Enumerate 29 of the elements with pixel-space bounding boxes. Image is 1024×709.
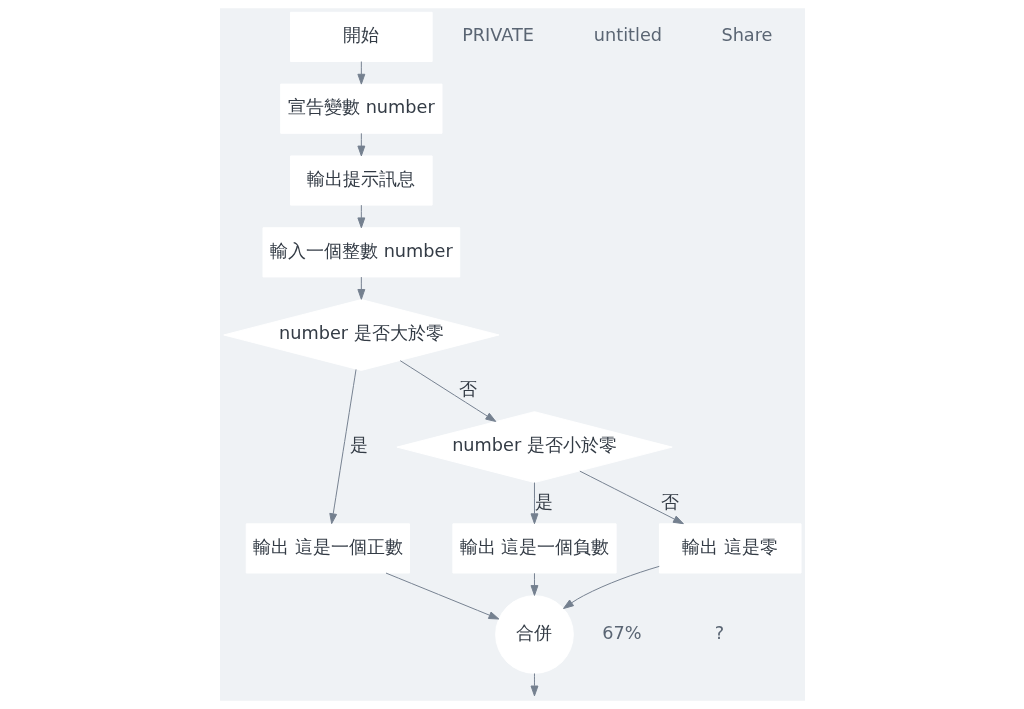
arrow [530,482,538,525]
node-box: 宣告變數 number [279,83,442,134]
edge-label: 是 [349,435,368,456]
label: ? [714,622,724,643]
arrow [578,470,684,525]
label: PRIVATE [461,25,534,46]
label: untitled [593,25,662,46]
node-box: 開始 [289,11,433,62]
arrow [328,368,357,525]
arrow [385,572,499,620]
node-box: 輸出 這是一個負數 [451,523,617,574]
node-box: 輸出 這是零 [658,523,802,574]
node-box: 輸出 這是一個正數 [245,523,410,574]
arrow [399,360,496,422]
node-box: 輸出提示訊息 [289,155,433,206]
arrow [562,565,660,609]
label: Share [720,25,772,46]
arrow [356,61,365,85]
edge-label: 是 [534,491,553,512]
arrow [356,276,365,300]
arrow [530,672,538,697]
arrow [530,572,538,596]
arrow [356,204,365,229]
node-box: 輸入一個整數 number [262,227,460,278]
label: 67% [601,622,642,643]
arrow [356,132,365,157]
node-diamond: number 是否大於零 [222,299,499,371]
edge-label: 否 [660,491,679,512]
edge-label: 否 [458,379,477,400]
